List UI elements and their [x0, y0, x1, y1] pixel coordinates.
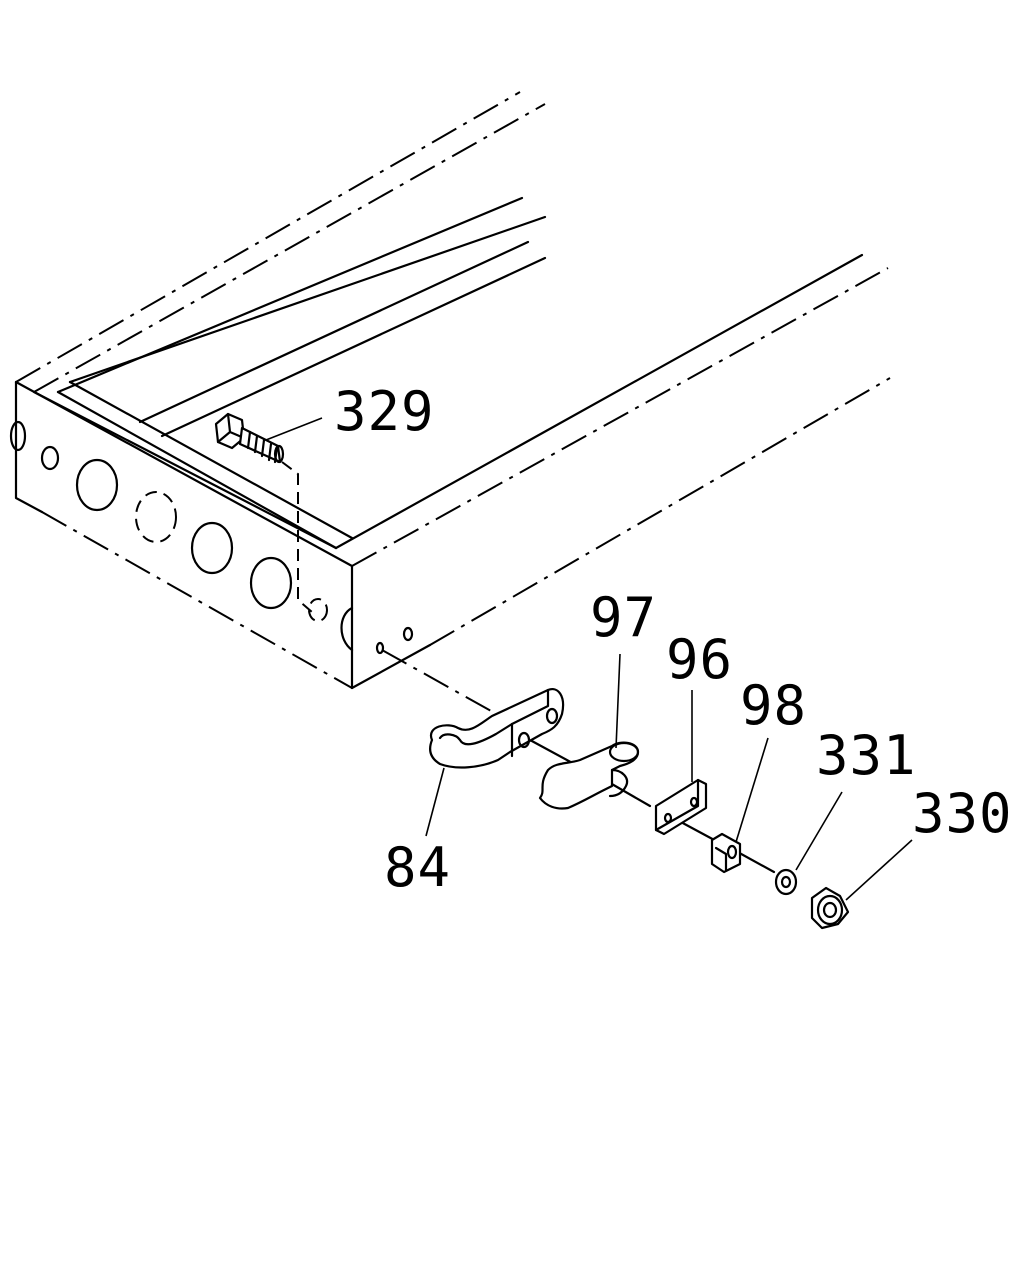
bolt-329 — [214, 412, 323, 613]
spacer-98 — [710, 737, 769, 874]
plate-96 — [654, 690, 708, 836]
lock-washer-331 — [774, 791, 843, 896]
callout-331: 331 — [816, 724, 917, 787]
callout-97: 97 — [590, 586, 657, 649]
assembly-axis-line-1 — [381, 649, 501, 717]
nut-330 — [810, 839, 913, 930]
tow-hook-84 — [425, 688, 565, 837]
callout-329: 329 — [334, 380, 435, 443]
callout-84: 84 — [384, 836, 451, 899]
callout-98: 98 — [740, 674, 807, 737]
frame-rail — [9, 91, 891, 690]
callout-96: 96 — [666, 628, 733, 691]
bracket-97 — [538, 653, 640, 810]
callout-330: 330 — [912, 782, 1013, 845]
